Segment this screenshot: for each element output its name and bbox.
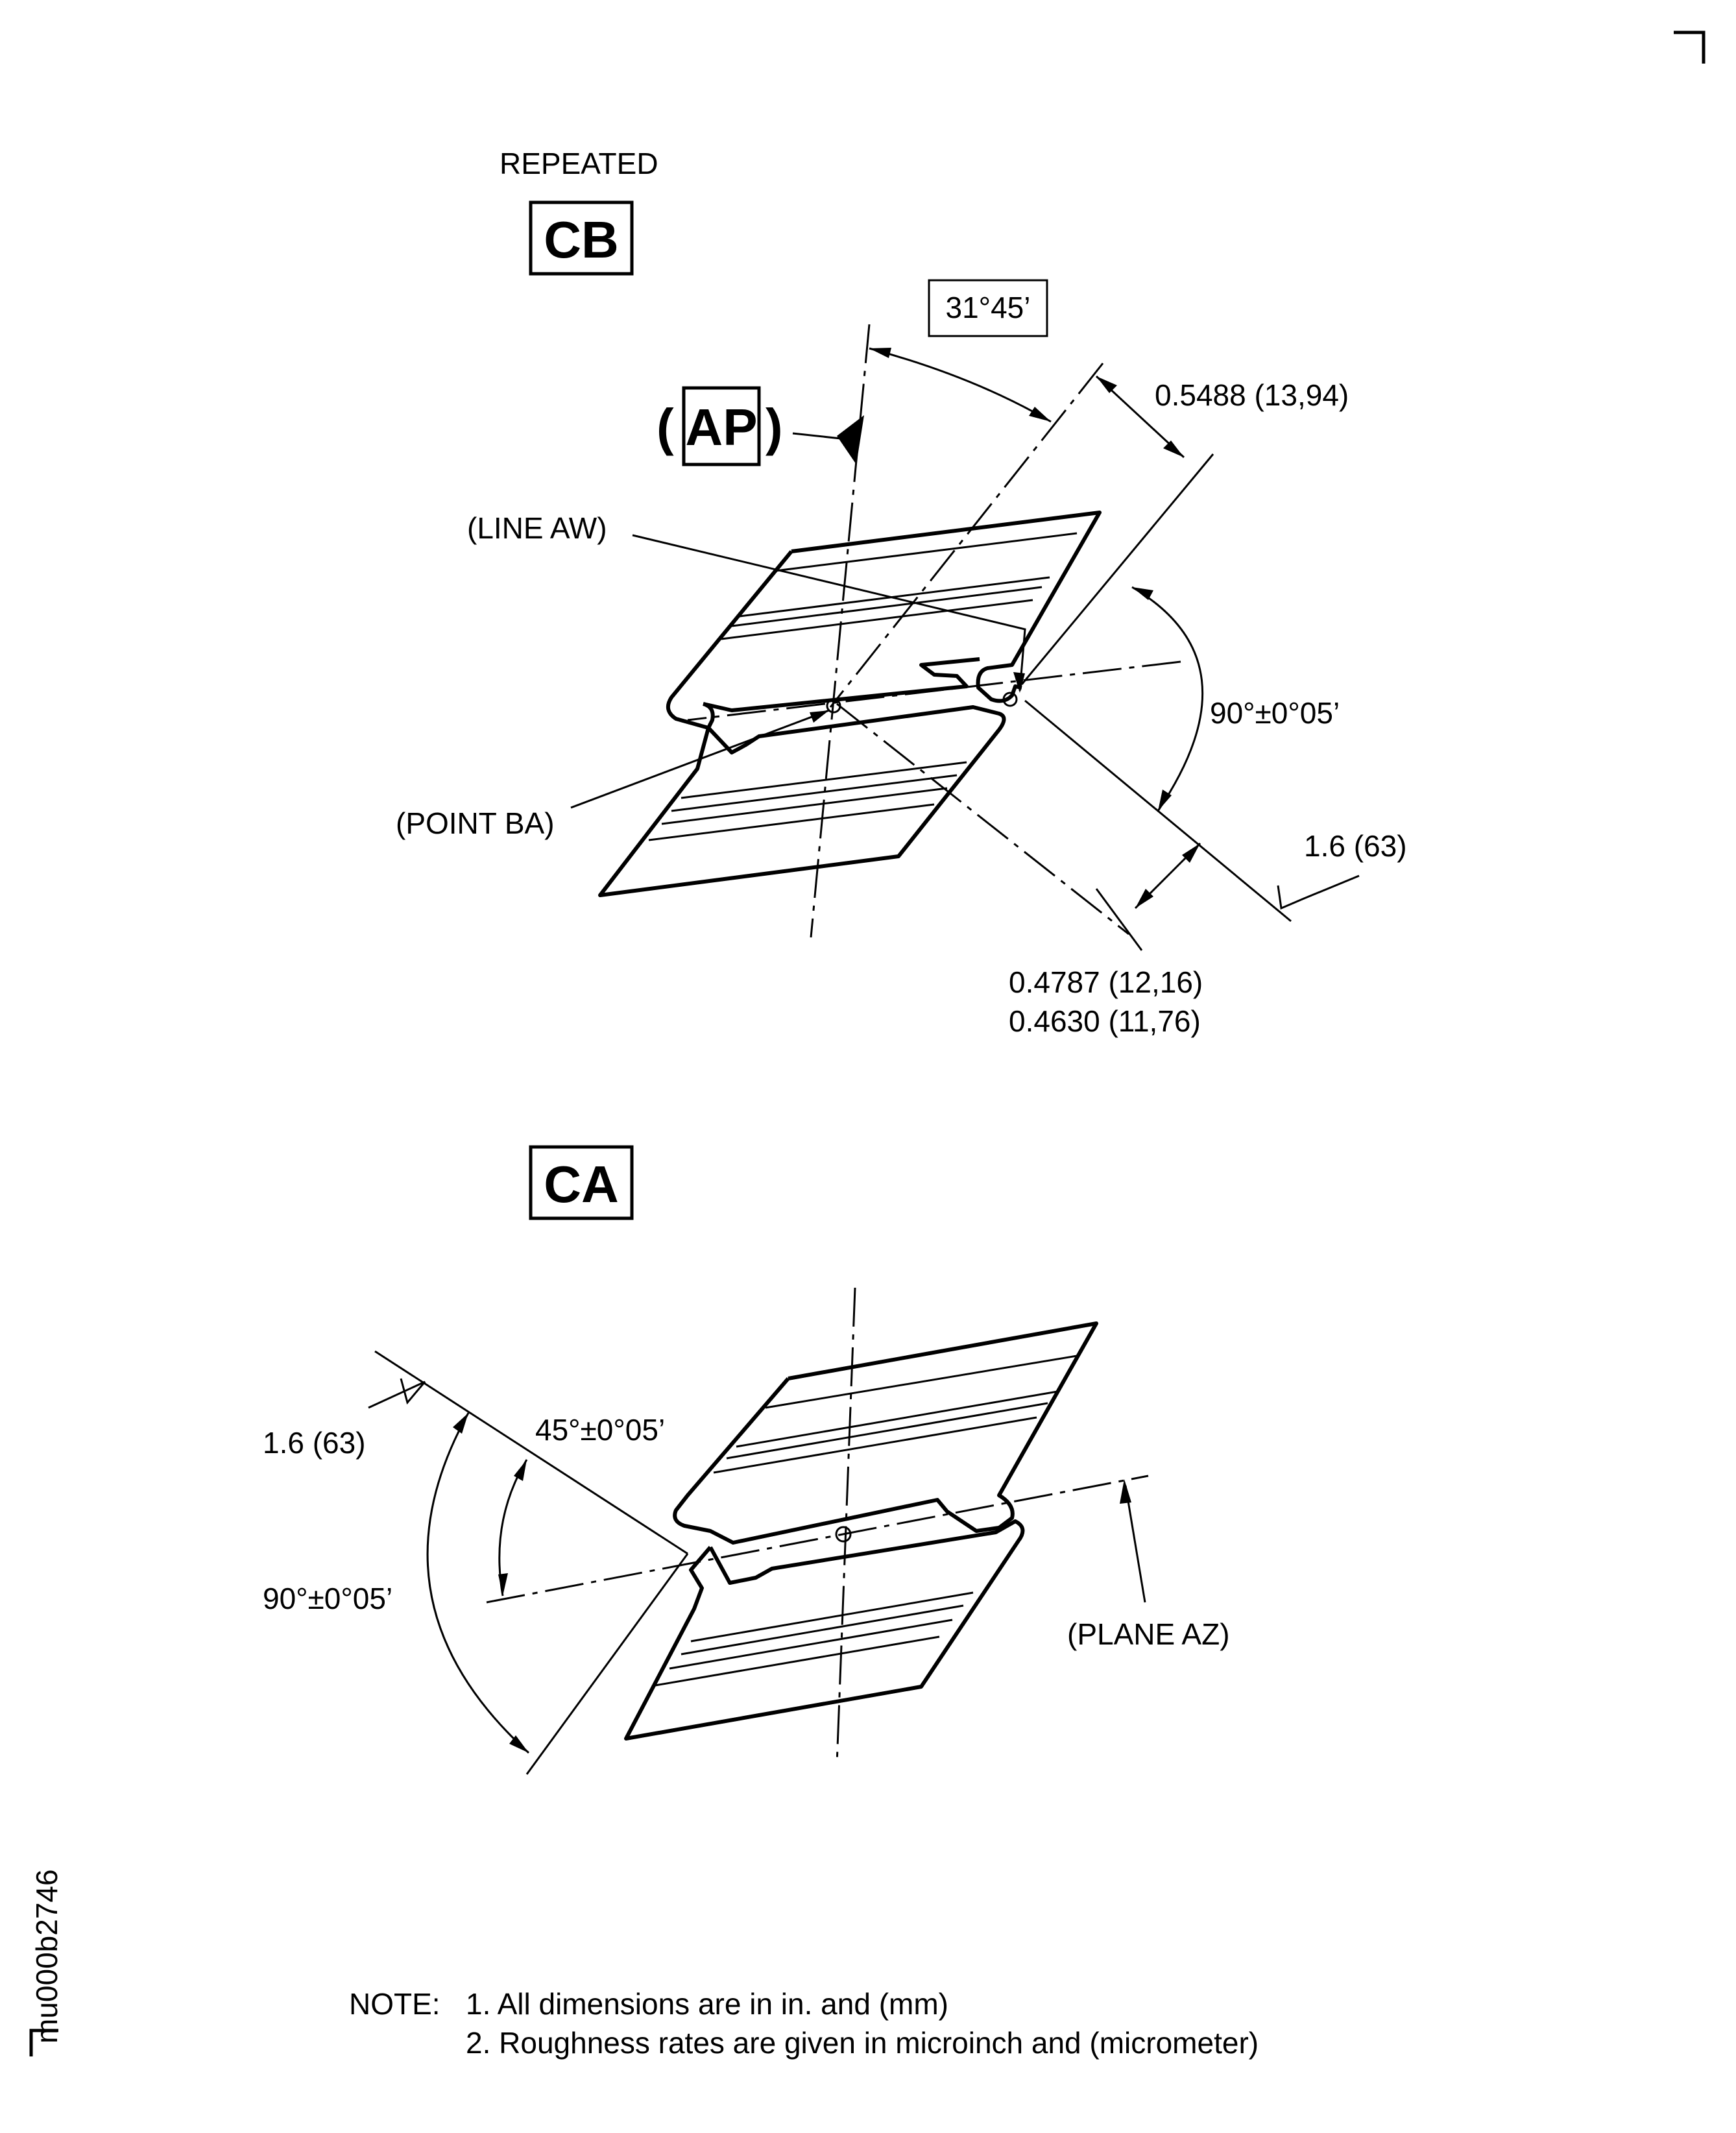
corner-mark-bottom-left	[29, 2029, 58, 2056]
line-aw-leader	[632, 534, 1026, 692]
stripe-top-5	[681, 761, 967, 799]
part-channel-top	[703, 657, 980, 712]
dim-label-0-4630: 0.4630 (11,76)	[1009, 1004, 1201, 1038]
stripe-top-1	[775, 532, 1078, 572]
datum-ap-triangle	[837, 415, 864, 464]
point-ba-marker	[826, 698, 841, 714]
angle-arc-90-top-arrow-a	[1132, 587, 1153, 600]
part-outline-top-upper-left	[666, 550, 793, 730]
horizontal-centerline-bottom	[486, 1475, 1149, 1604]
plane-az-leader	[1124, 1485, 1146, 1603]
part-outline-bottom-lower	[624, 1519, 1025, 1741]
datum-ap-close-paren: )	[766, 398, 783, 456]
dim-arrow-0-5488-a	[1096, 376, 1117, 393]
stripe-bottom-8	[655, 1635, 940, 1687]
roughness-label-top: 1.6 (63)	[1304, 829, 1407, 863]
angle-arc-90-bottom-arrow-b	[509, 1735, 529, 1753]
angle-arc-45-arrow-a	[514, 1460, 527, 1481]
line-aw-arrow	[1013, 672, 1025, 693]
part-outline-top-lower	[598, 705, 1006, 897]
angle-arc-31-45	[869, 347, 1052, 423]
perpendicular-line-bottom	[525, 1553, 689, 1775]
angled-centerline-top	[829, 363, 1104, 708]
basic-angle-box	[928, 279, 1048, 337]
note-2: 2. Roughness rates are given in microinc…	[466, 2026, 1259, 2060]
angle-arc-90-bottom-arrow-a	[453, 1413, 468, 1434]
point-ba-arrow	[810, 710, 829, 723]
ext-line-0-4787	[1095, 888, 1143, 951]
stripe-bottom-5	[690, 1591, 974, 1643]
stripe-top-7	[661, 787, 948, 825]
roughness-ext-line-top	[1024, 699, 1292, 922]
angled-line-45	[374, 1350, 688, 1555]
angle-arc-90-top	[1131, 586, 1204, 812]
drawing-id-code: mu000b2746	[30, 1869, 64, 2043]
angle-label-45: 45°±0°05’	[535, 1413, 665, 1447]
stripe-top-3	[731, 586, 1043, 627]
angle-arc-90-top-arrow-b	[1158, 789, 1172, 811]
dim-label-0-5488: 0.5488 (13,94)	[1155, 378, 1349, 412]
perpendicular-centerline-top	[836, 703, 1129, 935]
ext-line-0-5488	[1020, 453, 1214, 685]
roughness-label-bottom: 1.6 (63)	[263, 1426, 366, 1460]
basic-angle-label: 31°45’	[946, 291, 1031, 324]
dim-label-0-4787: 0.4787 (12,16)	[1009, 965, 1203, 999]
datum-ap-leader	[792, 432, 841, 440]
dim-arrow-0-4787-b	[1182, 843, 1200, 863]
stripe-top-2	[739, 576, 1050, 618]
corner-mark-top-right	[1674, 30, 1706, 64]
datum-centerline-bottom	[836, 1287, 856, 1765]
dim-arrow-0-4787-a	[1135, 889, 1153, 908]
angle-arc-45-arrow-b	[498, 1573, 508, 1596]
point-ba-label: (POINT BA)	[396, 806, 555, 840]
angle-arc-90-bottom	[426, 1412, 530, 1754]
stripe-top-4	[721, 599, 1033, 640]
view-cb-box	[529, 200, 634, 276]
note-header: NOTE:	[349, 1987, 440, 2021]
dim-arrow-0-5488-b	[1163, 440, 1184, 457]
point-ba-leader	[570, 709, 830, 809]
datum-centerline-top	[810, 324, 871, 938]
line-aw-label: (LINE AW)	[467, 511, 607, 545]
angle-label-90-top: 90°±0°05’	[1210, 696, 1340, 730]
datum-ap-open-paren: (	[657, 398, 674, 456]
angle-label-90-bottom: 90°±0°05’	[263, 1582, 392, 1615]
stripe-bottom-3	[726, 1402, 1048, 1460]
angle-arc-31-45-arrow-left	[869, 348, 891, 358]
plane-az-arrow	[1120, 1479, 1131, 1504]
plane-az-label: (PLANE AZ)	[1067, 1617, 1230, 1651]
stripe-top-6	[671, 774, 958, 812]
stripe-bottom-2	[736, 1390, 1058, 1448]
view-ca-box	[529, 1145, 634, 1220]
roughness-symbol-bottom	[368, 1378, 426, 1409]
stripe-bottom-6	[681, 1604, 964, 1656]
line-aw-marker	[1002, 692, 1018, 707]
part-outline-top-upper	[791, 511, 1102, 703]
center-marker-bottom	[835, 1526, 852, 1543]
datum-ap-label: AP	[685, 398, 757, 456]
stripe-bottom-7	[669, 1619, 953, 1670]
repeated-label: REPEATED	[500, 147, 658, 180]
angle-arc-31-45-arrow-right	[1029, 407, 1051, 422]
view-cb-label: CB	[544, 211, 619, 269]
stripe-top-8	[648, 803, 935, 841]
note-1: 1. All dimensions are in in. and (mm)	[466, 1987, 948, 2021]
stripe-bottom-4	[713, 1416, 1037, 1474]
roughness-symbol-top	[1277, 874, 1360, 910]
view-ca-label: CA	[544, 1155, 619, 1213]
part-outline-bottom-upper	[673, 1321, 1098, 1545]
datum-ap-box	[682, 386, 761, 466]
stripe-bottom-1	[765, 1355, 1078, 1409]
